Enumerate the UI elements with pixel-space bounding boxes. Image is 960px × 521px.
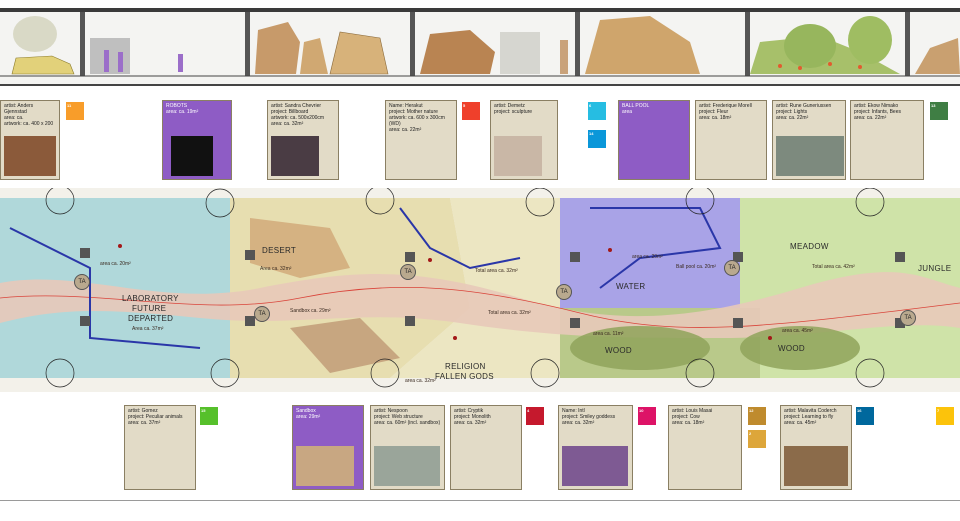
area-sandbox: Sandbox ca. 29m² [290,308,331,314]
elevation-drawing [0,12,960,84]
area-meadow: Total area ca. 42m² [812,264,855,270]
area-wood-1: area ca. 11m² [593,331,624,337]
ta-marker: TA [724,260,740,276]
artwork-photo [4,136,56,176]
ta-marker: TA [400,264,416,280]
area-wood-2: area ca. 45m² [782,328,813,334]
zone-water-label: WATER [616,282,646,291]
plan-drawing [0,185,960,392]
street-elevation [0,8,960,86]
area-religion: area ca. 32m² [405,378,436,384]
zone-lab-label-2: FUTURE [132,304,167,313]
sdg-16-icon: 16 [856,407,874,425]
zone-lab-label-1: LABORATORY [122,294,179,303]
ta-marker: TA [74,274,90,290]
zone-religion-label-2: FALLEN GODS [435,372,494,381]
artwork-photo [784,446,848,486]
sculpture-photo [494,136,542,176]
area-water: area ca. 20m² [632,254,663,260]
sdg-4-icon: 4 [526,407,544,425]
bottom-divider [0,500,960,501]
sdg-13-icon: 13 [930,102,948,120]
zone-jungle-label: JUNGLE [918,264,952,273]
ta-marker: TA [254,306,270,322]
zone-wood-label-2: WOOD [778,344,805,353]
zone-meadow-label: MEADOW [790,242,829,251]
sdg-10-icon: 10 [638,407,656,425]
site-plan: DESERT LABORATORY FUTURE DEPARTED WATER … [0,185,960,392]
sdg-11-icon: 11 [66,102,84,120]
sdg-5-icon: 5 [462,102,480,120]
sdg-15-icon: 15 [200,407,218,425]
artwork-photo [374,446,440,486]
robot-photo [171,136,213,176]
sdg-14-icon: 14 [588,130,606,148]
area-ballpool: Ball pool ca. 20m² [676,264,717,270]
sandbox-photo [296,446,354,486]
area-total-2: Total area ca. 32m² [488,310,531,316]
zone-religion-label-1: RELIGION [445,362,486,371]
ta-marker: TA [900,310,916,326]
area-desert: Area ca. 32m² [260,266,292,272]
area-robots: area ca. 20m² [100,261,131,267]
sdg-6-icon: 6 [588,102,606,120]
zone-lab-label-3: DEPARTED [128,314,174,323]
lights-photo [776,136,844,176]
sdg-2-icon: 2 [748,430,766,448]
artwork-photo [271,136,319,176]
area-lab: Area ca. 37m² [132,326,164,332]
zone-wood-label-1: WOOD [605,346,632,355]
sdg-7-icon: 7 [936,407,954,425]
artwork-photo [562,446,628,486]
ta-marker: TA [556,284,572,300]
zone-desert-label: DESERT [262,246,297,255]
area-total-1: Total area ca. 32m² [475,268,518,274]
sdg-12-icon: 12 [748,407,766,425]
